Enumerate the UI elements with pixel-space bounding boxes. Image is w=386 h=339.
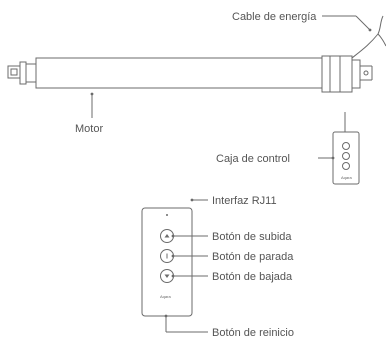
reset-button-callout: Botón de reinicio bbox=[164, 314, 294, 339]
power-cable bbox=[351, 15, 384, 59]
control-box-small-brand: Aqara bbox=[341, 175, 352, 180]
stop-button-callout: Botón de parada bbox=[171, 251, 294, 263]
stop-button-label: Botón de parada bbox=[212, 251, 294, 263]
motor-tube bbox=[7, 55, 373, 93]
down-button bbox=[160, 269, 174, 283]
control-box-label: Caja de control bbox=[216, 153, 290, 165]
power-cable-callout: Cable de energía bbox=[232, 11, 372, 32]
power-cable-label: Cable de energía bbox=[232, 11, 317, 23]
control-box-large: Aqara bbox=[141, 207, 193, 317]
stop-button bbox=[160, 249, 174, 263]
motor-label: Motor bbox=[75, 123, 103, 135]
control-box-small: Aqara bbox=[332, 112, 360, 185]
rj11-label: Interfaz RJ11 bbox=[212, 195, 277, 207]
reset-button-label: Botón de reinicio bbox=[212, 327, 294, 339]
up-button-callout: Botón de subida bbox=[171, 231, 292, 243]
down-button-callout: Botón de bajada bbox=[171, 271, 293, 283]
up-button-label: Botón de subida bbox=[212, 231, 292, 243]
control-box-large-brand: Aqara bbox=[160, 294, 171, 299]
motor-callout: Motor bbox=[75, 92, 103, 135]
rj11-callout: Interfaz RJ11 bbox=[190, 195, 277, 207]
control-box-callout: Caja de control bbox=[216, 153, 335, 165]
rj11-port bbox=[166, 214, 168, 216]
down-button-label: Botón de bajada bbox=[212, 271, 293, 283]
up-button bbox=[160, 229, 174, 243]
